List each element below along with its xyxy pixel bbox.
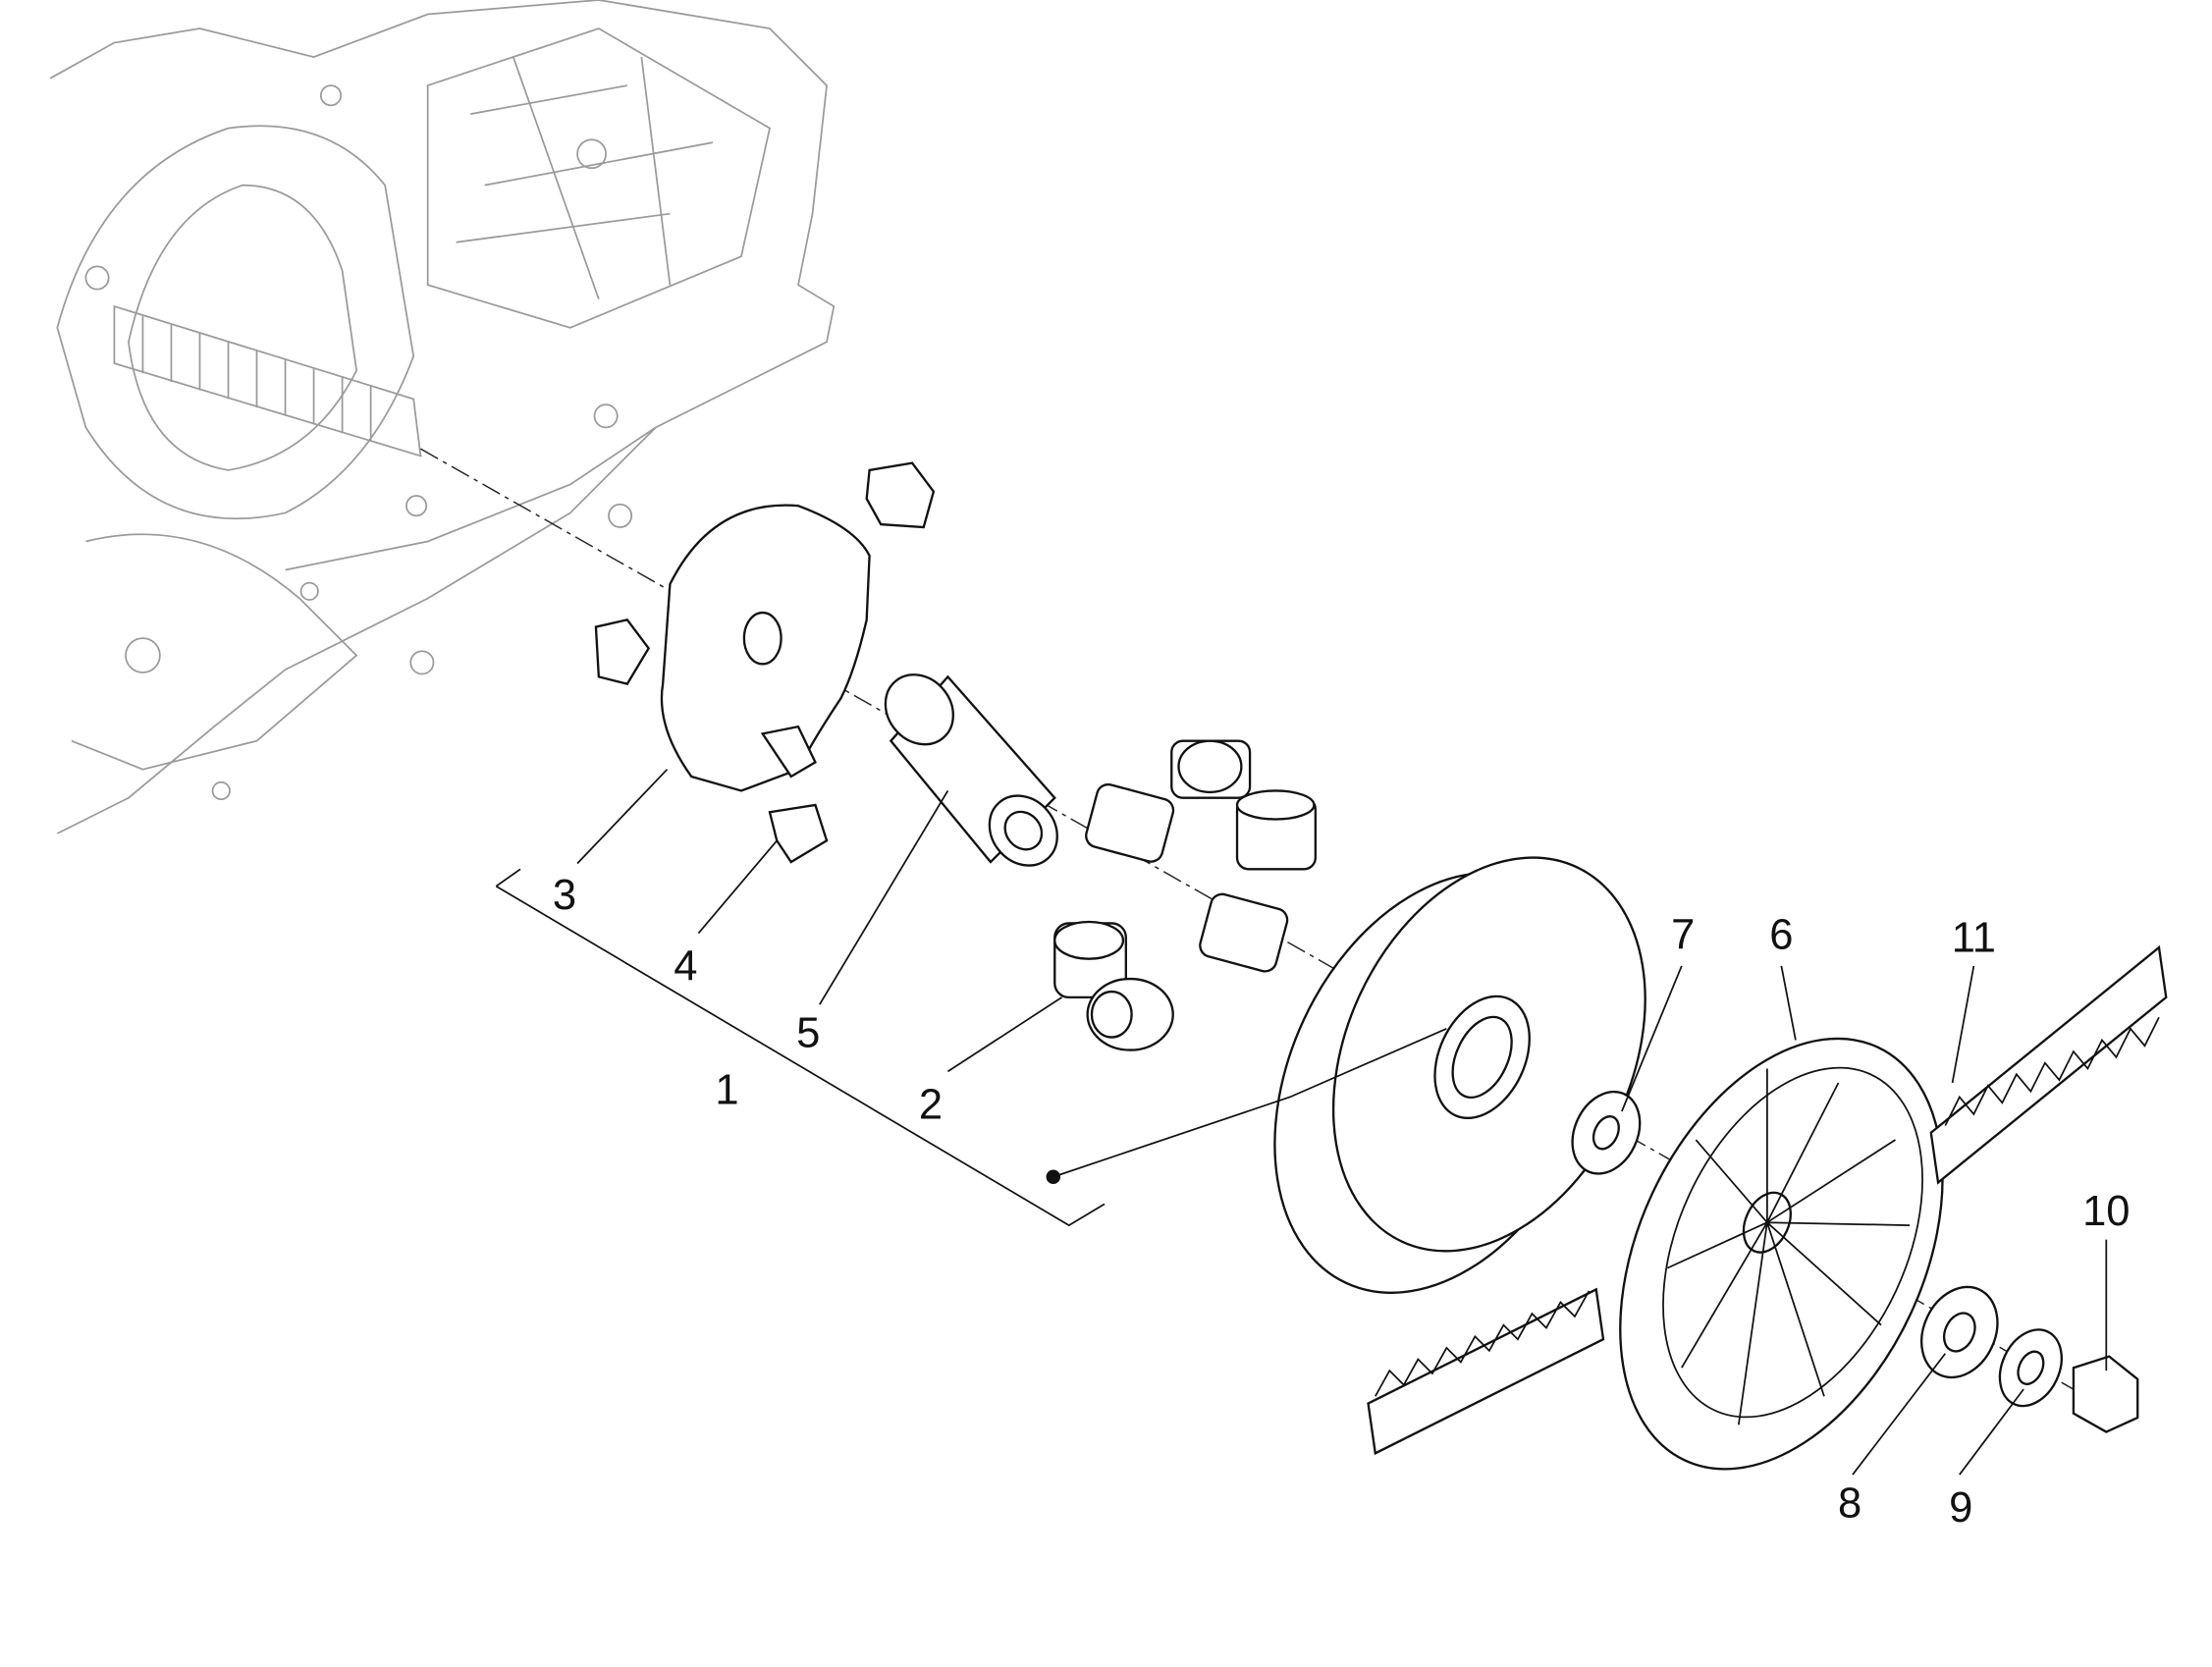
drive-belt <box>1367 944 2168 1456</box>
callout-5: 5 <box>796 1010 820 1057</box>
nut <box>2072 1355 2139 1433</box>
callout-7: 7 <box>1671 912 1695 959</box>
callout-9: 9 <box>1949 1484 1972 1532</box>
callout-10: 10 <box>2082 1188 2130 1235</box>
fan-pulley <box>1619 1037 1944 1471</box>
callout-6: 6 <box>1769 912 1793 959</box>
bushing <box>884 673 1058 867</box>
ramp-plate <box>594 461 936 864</box>
rollers <box>1053 739 1317 1051</box>
callout-2: 2 <box>919 1081 943 1128</box>
callout-3: 3 <box>553 872 576 919</box>
leader-lines <box>495 769 2108 1476</box>
crankshaft <box>113 304 422 457</box>
callout-labels: 1 2 3 4 5 6 7 8 9 10 11 <box>553 872 2131 1532</box>
callout-4: 4 <box>674 942 697 990</box>
crankcase <box>49 0 836 834</box>
movable-pulley <box>1273 856 1646 1294</box>
callout-8: 8 <box>1838 1480 1861 1528</box>
callout-11: 11 <box>1952 914 1996 961</box>
callout-1: 1 <box>715 1067 738 1114</box>
